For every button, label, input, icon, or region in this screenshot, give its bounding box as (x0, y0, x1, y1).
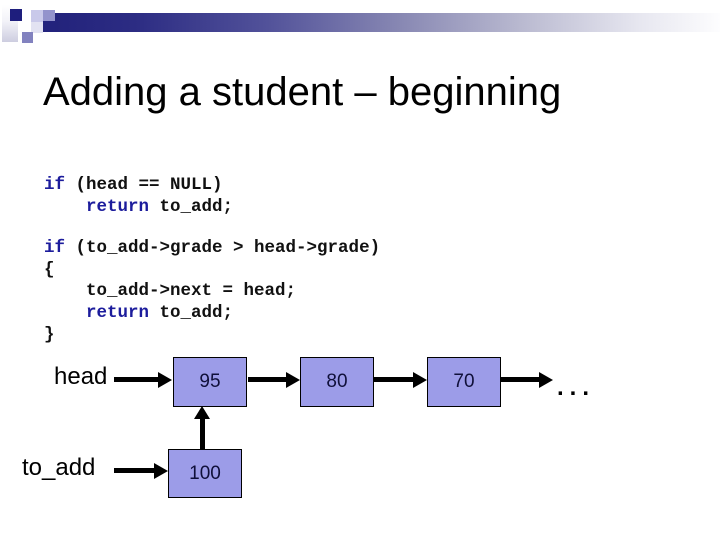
pixel-square-light (31, 10, 43, 22)
arrow-node95-to-node80 (248, 377, 286, 382)
arrow-node100-to-node95 (200, 418, 205, 449)
code-line: } (44, 325, 380, 347)
to-add-pointer-label: to_add (22, 454, 96, 481)
code-text: (head == NULL) (65, 175, 223, 195)
code-text: to_add; (149, 303, 234, 324)
code-text (44, 303, 86, 323)
code-block-head-null-check: if (head == NULL) return to_add; (44, 175, 233, 218)
code-keyword: if (44, 175, 66, 195)
code-text: to_add->next = head; (44, 281, 297, 302)
arrowhead-node80-to-node70-icon (413, 372, 427, 388)
arrow-node80-to-node70 (374, 377, 413, 382)
code-line: return to_add; (44, 303, 380, 325)
list-continues-ellipsis: ... (557, 374, 596, 401)
arrowhead-to-add-to-node100-icon (154, 463, 168, 479)
head-pointer-label: head (54, 363, 108, 390)
header-gradient-bar (55, 13, 720, 32)
code-keyword: if (44, 238, 66, 258)
arrowhead-node95-to-node80-icon (286, 372, 300, 388)
arrowhead-head-to-node95-icon (158, 372, 172, 388)
code-line: { (44, 260, 380, 282)
pixel-square-navy-2 (43, 21, 55, 32)
list-node-95: 95 (173, 357, 247, 407)
code-text: to_add; (149, 196, 234, 217)
arrow-node70-to-rest (500, 377, 539, 382)
list-node-70: 70 (427, 357, 501, 407)
arrowhead-node100-to-node95-icon (194, 406, 210, 419)
slide-title: Adding a student – beginning (43, 70, 562, 114)
pixel-square-purple (22, 32, 33, 43)
code-text: } (44, 324, 55, 345)
code-block-grade-compare: if (to_add->grade > head->grade) { to_ad… (44, 238, 380, 347)
pixel-square-navy (10, 9, 22, 21)
code-line: return to_add; (44, 197, 233, 219)
arrowhead-node70-to-rest-icon (539, 372, 553, 388)
new-node-100: 100 (168, 449, 242, 498)
code-line: if (to_add->grade > head->grade) (44, 238, 380, 260)
code-keyword: return (86, 196, 150, 217)
list-node-80: 80 (300, 357, 374, 407)
pixel-square-medium (43, 10, 55, 22)
pixel-square-pale (31, 22, 43, 33)
code-text: { (44, 259, 55, 280)
code-line: if (head == NULL) (44, 175, 233, 197)
arrow-head-to-node95 (114, 377, 158, 382)
arrow-to-add-to-node100 (114, 468, 154, 473)
code-keyword: return (86, 303, 150, 324)
code-line: to_add->next = head; (44, 281, 380, 303)
code-text: (to_add->grade > head->grade) (65, 238, 381, 258)
code-text (44, 197, 86, 217)
